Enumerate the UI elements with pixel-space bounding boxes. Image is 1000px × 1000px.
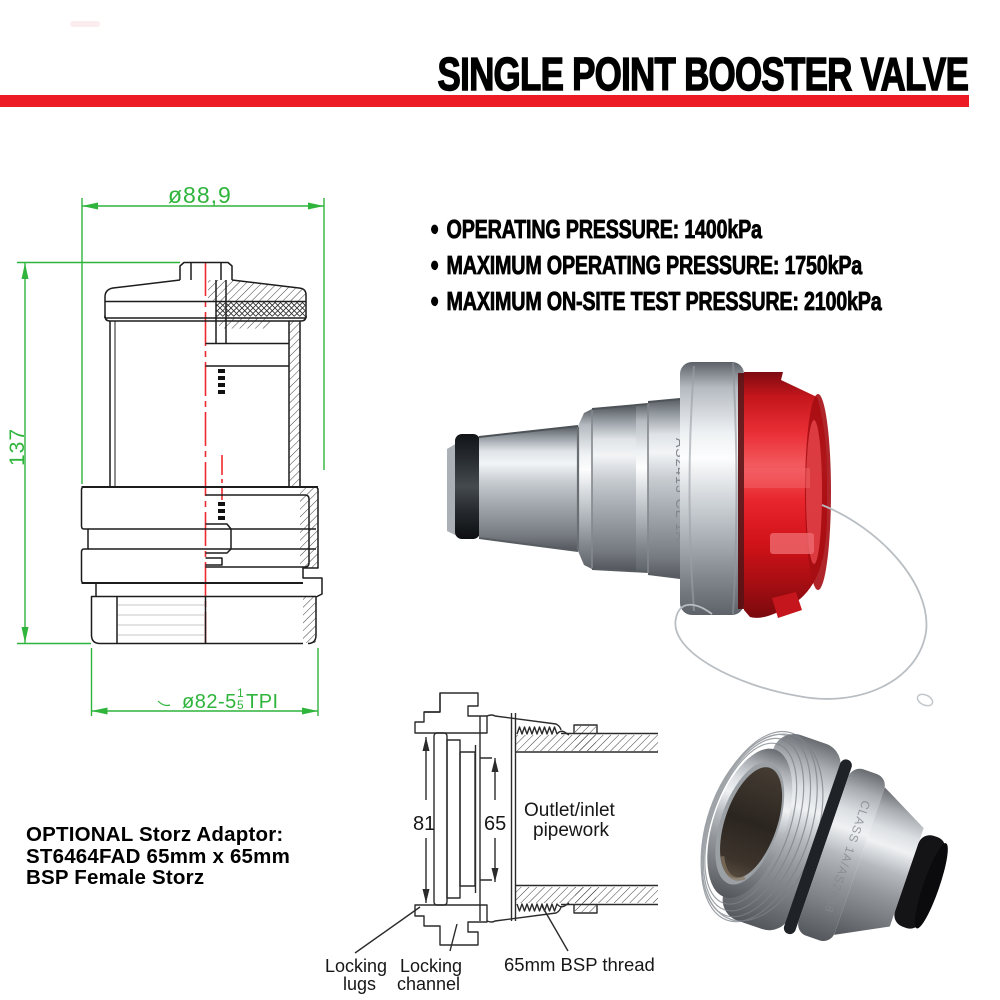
svg-text:pipework: pipework xyxy=(533,820,610,841)
svg-text:Locking: Locking xyxy=(325,956,387,976)
svg-text:65: 65 xyxy=(484,813,506,835)
svg-text:Locking: Locking xyxy=(400,956,462,976)
svg-text:lugs: lugs xyxy=(343,974,376,994)
svg-text:81: 81 xyxy=(413,813,435,835)
svg-text:channel: channel xyxy=(397,974,460,994)
svg-text:Outlet/inlet: Outlet/inlet xyxy=(524,800,616,821)
svg-text:TPI: TPI xyxy=(246,691,279,713)
svg-text:1: 1 xyxy=(237,686,244,700)
svg-text:ø82-5: ø82-5 xyxy=(182,691,237,713)
svg-text:137: 137 xyxy=(6,428,29,466)
svg-text:65mm BSP thread: 65mm BSP thread xyxy=(504,954,655,975)
svg-text:5: 5 xyxy=(237,698,244,712)
svg-text:ø88,9: ø88,9 xyxy=(168,182,232,208)
